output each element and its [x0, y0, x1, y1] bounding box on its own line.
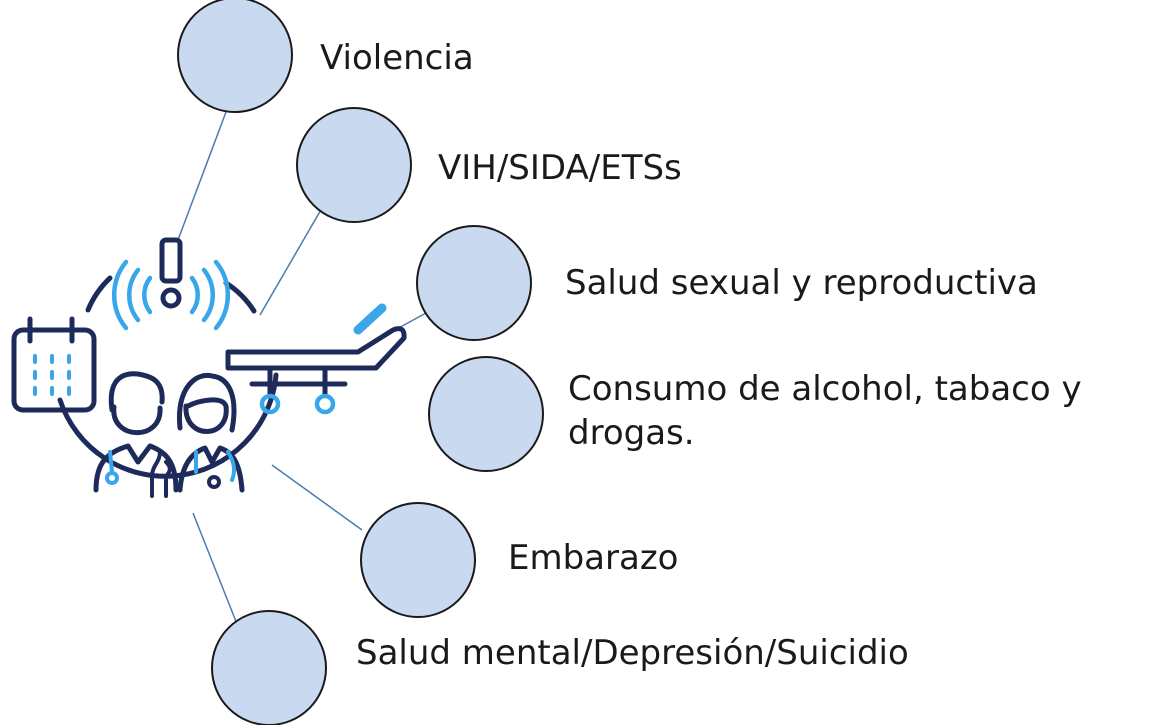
- connectors: [177, 111, 427, 625]
- connector-embarazo: [271, 464, 363, 531]
- female-doctor-icon: [176, 372, 245, 493]
- label-salud-mental: Salud mental/Depresión/Suicidio: [356, 633, 909, 673]
- node-violencia[interactable]: [177, 0, 293, 113]
- circle-arc-bottom: [57, 372, 279, 479]
- male-doctor-icon: [93, 371, 179, 498]
- node-consumo[interactable]: [428, 356, 544, 472]
- node-salud-sexual[interactable]: [416, 225, 532, 341]
- label-vih: VIH/SIDA/ETSs: [438, 148, 682, 188]
- label-violencia: Violencia: [320, 38, 474, 78]
- circle-arc-right: [223, 280, 257, 314]
- medical-care-icon: [11, 237, 407, 498]
- node-salud-mental[interactable]: [211, 610, 327, 725]
- label-salud-sexual: Salud sexual y reproductiva: [565, 263, 1038, 303]
- connector-salud-mental: [192, 512, 238, 625]
- connector-violencia: [177, 111, 227, 241]
- hospital-bed-icon: [225, 303, 407, 415]
- circle-arc-left: [85, 275, 113, 313]
- node-embarazo[interactable]: [360, 502, 476, 618]
- label-embarazo: Embarazo: [508, 538, 679, 578]
- connector-vih: [259, 207, 323, 316]
- topic-nodes: [177, 0, 544, 725]
- node-vih[interactable]: [296, 107, 412, 223]
- label-consumo: Consumo de alcohol, tabaco y drogas.: [568, 369, 1082, 453]
- calendar-icon: [11, 316, 97, 413]
- alert-icon: [111, 237, 231, 331]
